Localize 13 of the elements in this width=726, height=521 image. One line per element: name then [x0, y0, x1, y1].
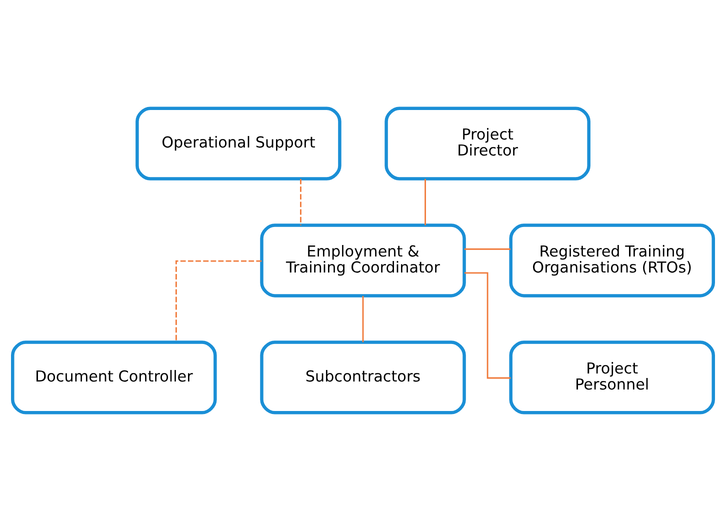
node-box: Operational Support: [136, 106, 342, 180]
connector: [362, 296, 364, 342]
node-box: Document Controller: [11, 340, 217, 414]
connector: [464, 248, 510, 250]
node-box: Employment & Training Coordinator: [260, 224, 466, 298]
connector: [424, 178, 426, 226]
connector: [464, 272, 511, 379]
node-box: Subcontractors: [260, 340, 466, 414]
node-box: Project Personnel: [509, 340, 715, 414]
connector: [300, 178, 302, 226]
node-box: Project Director: [384, 106, 590, 180]
node-box: Registered Training Organisations (RTOs): [509, 224, 715, 298]
connector: [175, 260, 262, 342]
